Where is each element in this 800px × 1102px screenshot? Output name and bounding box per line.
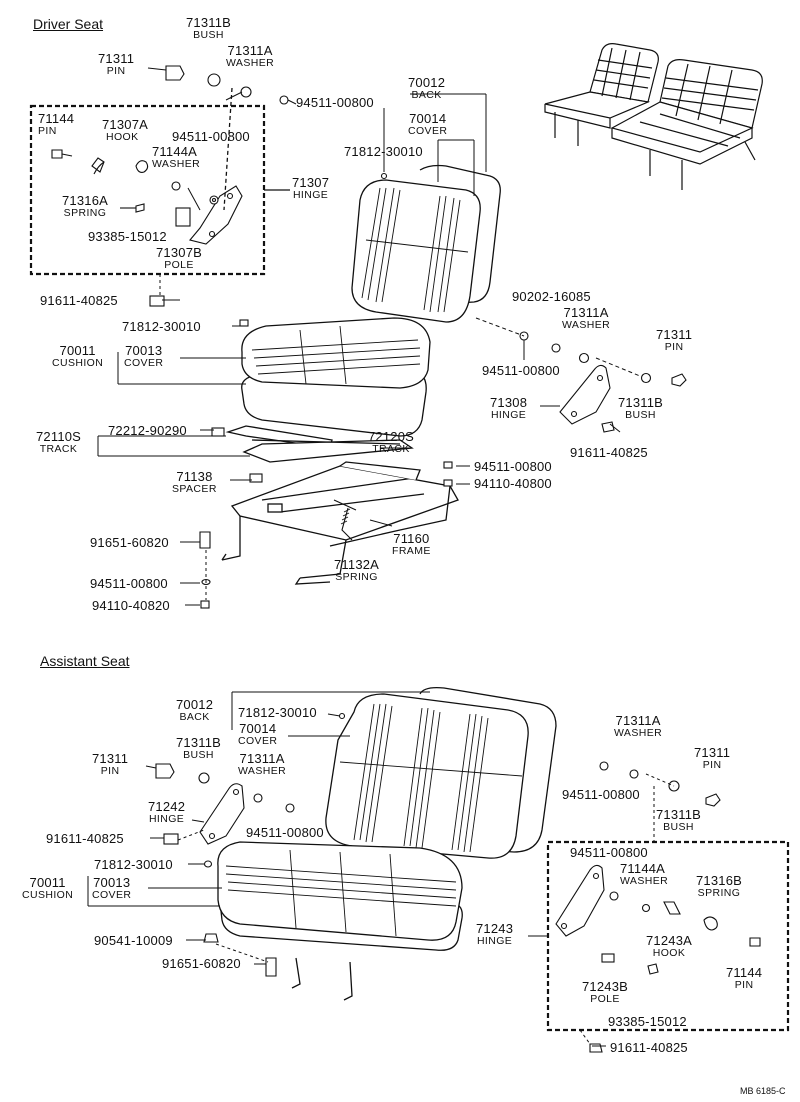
driver-frame bbox=[221, 461, 459, 585]
label-driver-bolt-frame: 91651-60820 bbox=[90, 535, 169, 550]
label-assistant-bolt-left: 91611-40825 bbox=[46, 831, 124, 846]
label-assistant-nut-right: 94511-00800 bbox=[562, 787, 640, 802]
label-driver-bolt-right2: 91611-40825 bbox=[570, 445, 648, 460]
label-driver-bolt-left: 91611-40825 bbox=[40, 293, 118, 308]
driver-track-rails bbox=[225, 425, 414, 463]
label-driver-nut-bottom2: 94110-40820 bbox=[92, 598, 170, 613]
diagram-code: MB 6185-C bbox=[740, 1086, 786, 1096]
label-driver-nut-top: 94511-00800 bbox=[296, 95, 374, 110]
label-assistant-screw: 90541-10009 bbox=[94, 933, 173, 948]
label-driver-bolt-box: 94511-00800 bbox=[172, 129, 250, 144]
assistant-left-hinge bbox=[155, 712, 346, 977]
driver-seat-heading: Driver Seat bbox=[33, 16, 104, 32]
assistant-leader-lines bbox=[87, 691, 606, 1047]
label-assistant-clip-back: 71812-30010 bbox=[238, 705, 317, 720]
label-assistant-nut-left: 94511-00800 bbox=[246, 825, 324, 840]
label-driver-clip-cushion: 71812-30010 bbox=[122, 319, 201, 334]
label-assistant-clip-cushion: 71812-30010 bbox=[94, 857, 173, 872]
driver-hinge-parts bbox=[51, 149, 243, 245]
label-driver-bolt-right: 90202-16085 bbox=[512, 289, 591, 304]
label-driver-nut-frame2: 94110-40800 bbox=[474, 476, 552, 491]
driver-backrest bbox=[351, 164, 501, 323]
assistant-cushion bbox=[217, 841, 463, 1001]
label-assistant-nut-box: 94511-00800 bbox=[570, 845, 648, 860]
driver-leader-lines bbox=[97, 67, 621, 606]
label-driver-clip-back: 71812-30010 bbox=[344, 144, 423, 159]
assistant-right-hinge bbox=[555, 761, 761, 1053]
label-assistant-screw-box: 93385-15012 bbox=[608, 1014, 687, 1029]
driver-cushion bbox=[241, 317, 431, 437]
label-driver-nut-right: 94511-00800 bbox=[482, 363, 560, 378]
label-driver-track-part: 72212-90290 bbox=[108, 423, 187, 438]
assistant-backrest bbox=[325, 686, 557, 859]
label-assistant-bolt-bottom: 91651-60820 bbox=[162, 956, 241, 971]
label-driver-nut-frame: 94511-00800 bbox=[474, 459, 552, 474]
driver-top-fasteners bbox=[165, 65, 388, 180]
assistant-seat-heading: Assistant Seat bbox=[40, 653, 130, 669]
label-driver-nut-bottom: 94511-00800 bbox=[90, 576, 168, 591]
driver-right-hinge bbox=[149, 295, 687, 609]
reference-seat-illustration bbox=[544, 43, 763, 190]
label-assistant-bolt-right: 91611-40825 bbox=[610, 1040, 688, 1055]
label-driver-screw: 93385-15012 bbox=[88, 229, 167, 244]
